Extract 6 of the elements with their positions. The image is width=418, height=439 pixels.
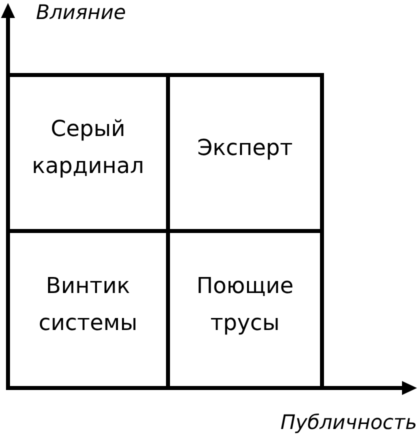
axis-label: Публичность (280, 410, 417, 434)
quadrant-label: Винтик системы (38, 272, 138, 338)
quadrant-label: Серый кардинал (30, 116, 146, 181)
quadrant-label: Эксперт (197, 134, 293, 162)
quadrant-label: Поющие трусы (195, 272, 295, 338)
axis-label: Влияние (36, 0, 126, 24)
